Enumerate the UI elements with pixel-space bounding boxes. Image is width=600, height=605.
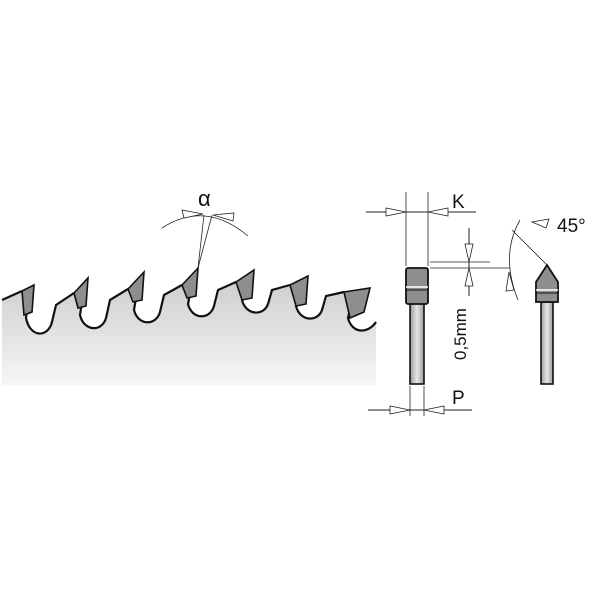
p-label: P — [452, 388, 465, 409]
bevel-blade-plate — [540, 301, 554, 385]
hook-angle-indicator: α — [161, 186, 249, 269]
carbide-tooth — [73, 275, 89, 309]
bevel-tooth — [535, 263, 559, 303]
plate-thickness-dimension: P — [368, 386, 472, 416]
bevel-view: 45° — [505, 216, 586, 385]
k-label: K — [452, 192, 465, 213]
carbide-tooth — [181, 265, 199, 299]
tooth-front-view: K P 0,5mm — [366, 192, 510, 416]
carbide-tooth — [235, 268, 255, 301]
blade-side-view: α — [1, 186, 377, 385]
carbide-tooth — [343, 287, 372, 320]
blade-body — [2, 282, 376, 385]
blade-outline — [1, 280, 377, 335]
tip-height-dimension: 0,5mm — [430, 228, 510, 360]
carbide-tooth — [127, 269, 145, 303]
bevel-angle-indicator: 45° — [505, 216, 586, 301]
blade-plate — [409, 301, 425, 385]
angle-label: 45° — [557, 216, 586, 237]
alpha-label: α — [198, 186, 211, 211]
carbide-tooth — [21, 283, 35, 317]
carbide-tooth — [289, 274, 309, 307]
thickness-label: 0,5mm — [451, 308, 470, 360]
carbide-tip — [405, 267, 429, 305]
kerf-dimension: K — [366, 192, 476, 266]
